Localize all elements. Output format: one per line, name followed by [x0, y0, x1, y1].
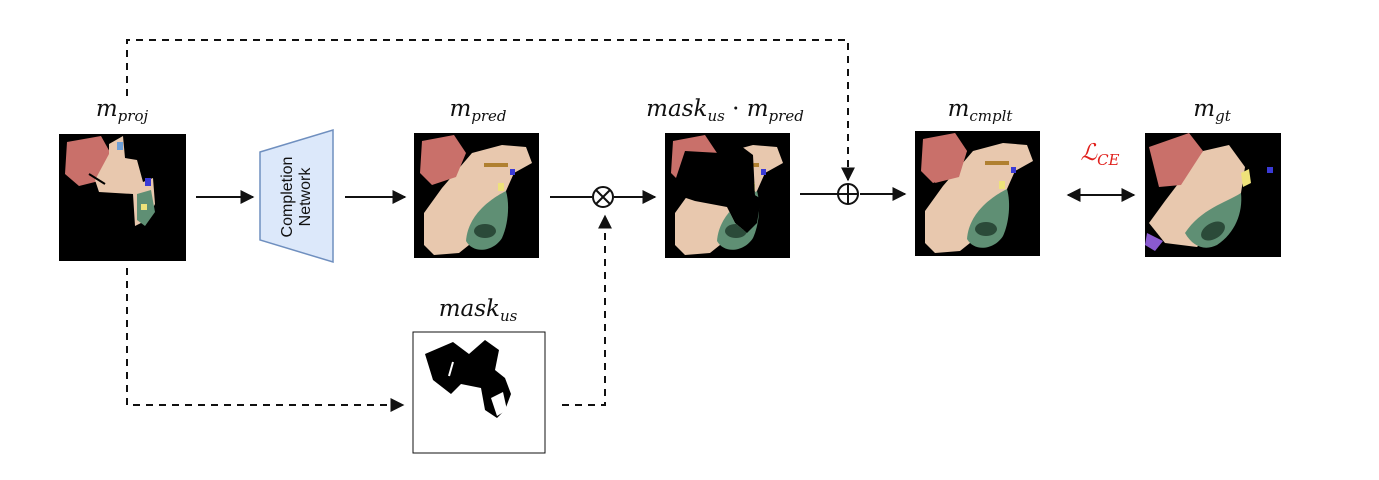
label-loss-ce: ℒCE: [1080, 140, 1120, 169]
multiply-operator: [592, 186, 614, 208]
label-mask-us: maskus: [438, 296, 518, 325]
network-label-line1: Completion: [279, 156, 296, 238]
dashed-mask-to-multiply: [562, 214, 612, 406]
dashed-proj-to-mask: [126, 268, 405, 412]
label-m-proj: mproj: [95, 96, 149, 125]
m-cmplt-image: [915, 131, 1040, 256]
label-m-cmplt: mcmplt: [947, 96, 1013, 125]
mask-us-image: [412, 331, 546, 454]
completion-network-block: [259, 128, 334, 264]
m-pred-image: [414, 133, 539, 258]
label-m-gt: mgt: [1193, 96, 1231, 125]
label-m-pred: mpred: [449, 96, 507, 125]
add-operator: [837, 183, 859, 205]
m-gt-image: [1145, 133, 1281, 257]
dashed-skip-top: [126, 39, 855, 182]
label-mask-times-pred: maskus · mpred: [646, 96, 804, 125]
m-proj-image: [59, 134, 186, 261]
network-label-line2: Network: [297, 167, 314, 227]
masked-pred-image: [665, 133, 790, 258]
completion-network-label: Completion Network: [279, 122, 315, 272]
